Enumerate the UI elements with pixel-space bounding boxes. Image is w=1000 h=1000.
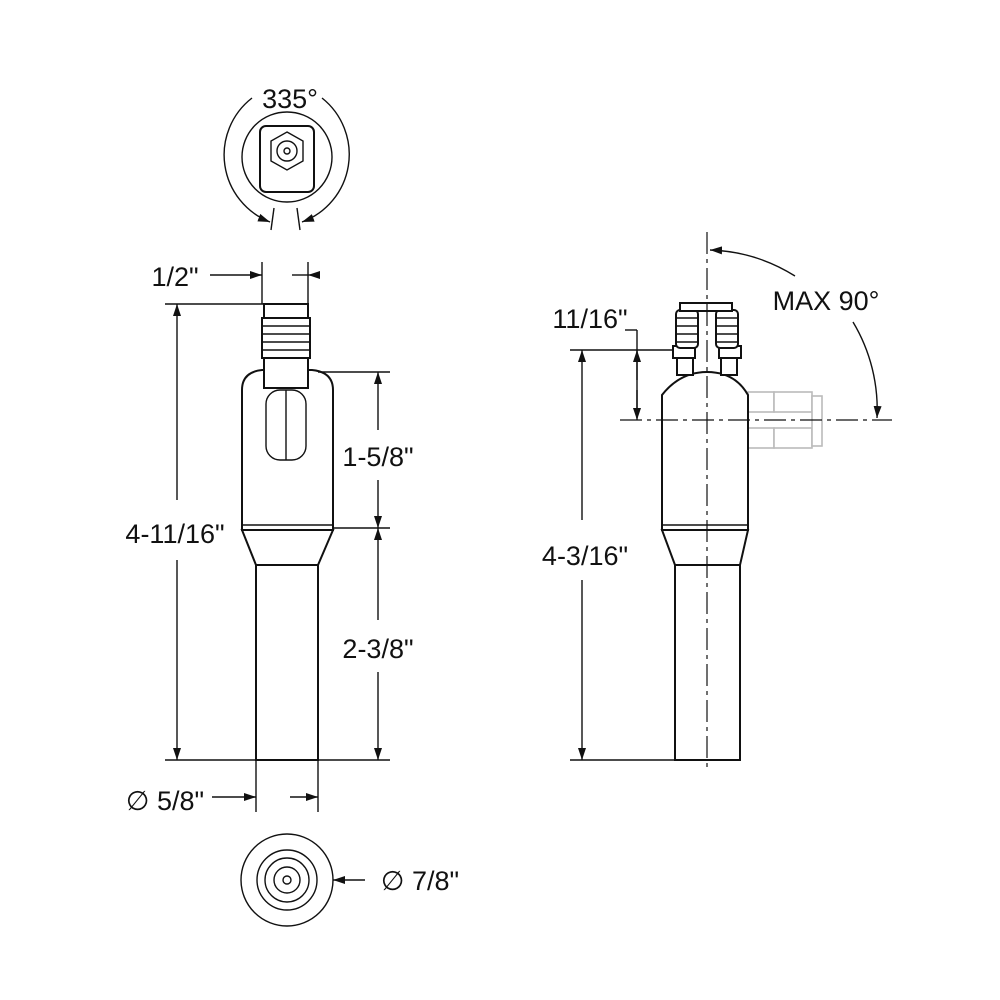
bottom-view: ∅ 7/8" bbox=[240, 833, 459, 927]
upper-body-label: 1-5/8" bbox=[342, 442, 413, 472]
side-view: MAX 90° 4-3/16" 11/16" bbox=[542, 232, 892, 770]
lower-shaft-label: 2-3/8" bbox=[342, 634, 413, 664]
thread-width-label: 1/2" bbox=[151, 262, 198, 292]
body-diameter-label: ∅ 7/8" bbox=[381, 866, 459, 896]
front-view: 1/2" 4-11/16" 1-5/8" 2-3/8" ∅ 5/8" bbox=[125, 262, 414, 816]
top-view: 335° bbox=[223, 84, 350, 231]
rotation-label: 335° bbox=[262, 84, 318, 114]
overall-height-label: 4-11/16" bbox=[125, 519, 224, 549]
side-height-label: 4-3/16" bbox=[542, 541, 628, 571]
max-angle-label: MAX 90° bbox=[773, 286, 880, 316]
rotation-arrow-left bbox=[223, 97, 271, 223]
ghost-rotated-fitting bbox=[747, 391, 823, 449]
shaft-diameter-label: ∅ 5/8" bbox=[126, 786, 204, 816]
pivot-offset-label: 11/16" bbox=[552, 304, 627, 334]
rotation-arrow-right bbox=[301, 97, 350, 223]
